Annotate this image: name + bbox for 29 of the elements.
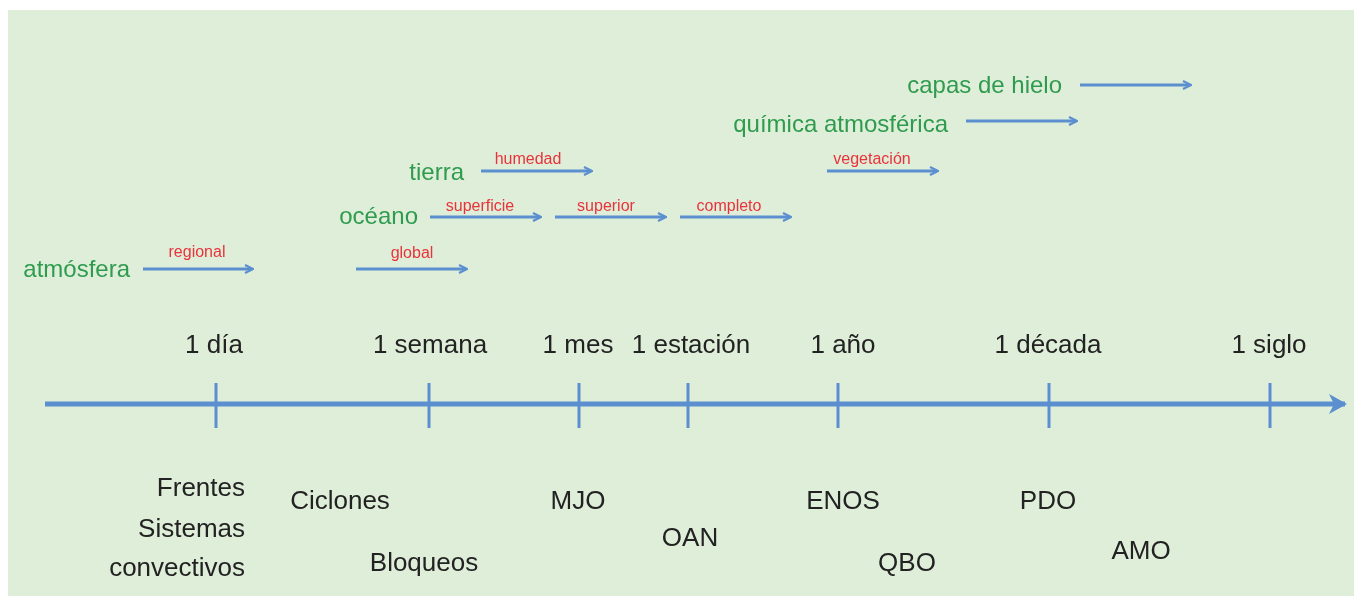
component-label: tierra bbox=[409, 158, 464, 186]
component-label: atmósfera bbox=[23, 255, 130, 283]
phenomenon-label: AMO bbox=[1111, 535, 1171, 565]
component-label: química atmosférica bbox=[733, 110, 948, 138]
tick-label: 1 década bbox=[994, 329, 1102, 359]
component-label: océano bbox=[339, 202, 418, 230]
phenomenon-label: PDO bbox=[1019, 485, 1077, 515]
arrow-label: humedad bbox=[494, 150, 562, 168]
tick-label: 1 año bbox=[810, 329, 876, 359]
phenomenon-label: MJO bbox=[550, 485, 606, 515]
tick-label: 1 estación bbox=[631, 329, 751, 359]
tick-label: 1 semana bbox=[372, 329, 488, 359]
arrow-label: global bbox=[390, 244, 434, 262]
phenomenon-label: ENOS bbox=[806, 485, 880, 515]
arrow-label: superior bbox=[577, 197, 635, 215]
arrow-label: vegetación bbox=[833, 150, 911, 168]
arrow-label: completo bbox=[696, 197, 762, 215]
phenomenon-label: Bloqueos bbox=[369, 547, 479, 577]
arrow-label: superficie bbox=[445, 197, 515, 215]
tick-label: 1 mes bbox=[542, 329, 614, 359]
phenomenon-label: OAN bbox=[661, 522, 719, 552]
tick-label: 1 día bbox=[185, 329, 243, 359]
arrow-label: regional bbox=[168, 243, 226, 261]
component-label: capas de hielo bbox=[907, 71, 1062, 99]
phenomenon-label: Frentes bbox=[156, 472, 245, 502]
phenomenon-label: QBO bbox=[878, 547, 936, 577]
phenomenon-label: Ciclones bbox=[290, 485, 390, 515]
tick-label: 1 siglo bbox=[1231, 329, 1307, 359]
phenomenon-label: Sistemas convectivos bbox=[108, 512, 245, 584]
